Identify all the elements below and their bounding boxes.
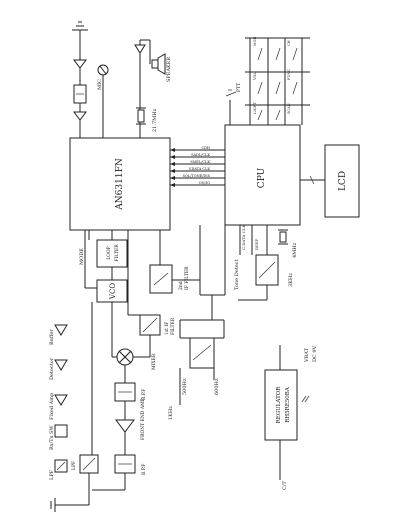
- vbat-sub-label: DC 9V: [312, 345, 318, 362]
- antenna-icon-2: [50, 498, 70, 512]
- regulator-label-2: RH5RE50BA: [285, 386, 291, 423]
- vco-label: VCO: [109, 283, 117, 300]
- beep-label: BEEP: [254, 238, 259, 250]
- key-1: MON: [253, 36, 257, 46]
- cpu-signal-1: CDH: [201, 146, 210, 150]
- loop-filter-label-2: FILTER: [114, 244, 120, 262]
- rf-amp-label: FRONT END AMP: [140, 398, 146, 440]
- tone-filter-block: [189, 337, 215, 369]
- mode-label: MODE: [79, 248, 85, 265]
- buffer-amp-icon: [73, 59, 87, 69]
- key-6: SCAN: [287, 103, 291, 114]
- ptt-switch: PTT: [225, 83, 242, 125]
- cpu-signal-2: SADL/CLK: [191, 153, 210, 157]
- cpu-signal-6: ON/IG: [199, 181, 210, 185]
- legend-buffer: Buffer: [49, 329, 55, 345]
- crystal-freq: 21.7MHz: [152, 108, 158, 132]
- ic-label: AN6311FN: [115, 158, 125, 211]
- legend: Buffer Detector Fixed Amp Rx/Tx SW LPF: [49, 324, 68, 480]
- key-2: CH: [287, 40, 291, 46]
- ptt-label: PTT: [236, 83, 242, 92]
- antenna-icon: [72, 21, 88, 48]
- lcd-label: LCD: [338, 171, 348, 191]
- vbat-label: VBAT: [304, 347, 310, 363]
- bpf-label-2: B.P.F: [141, 464, 147, 475]
- speaker-icon: SPEAKER: [151, 53, 172, 82]
- loop-filter-label-1: LOOP: [106, 246, 112, 259]
- lcd-block: [324, 144, 360, 218]
- cpu-signal-bus: CDH SADL/CLK SMEL/CLK SDATA CLK SQL/TONE…: [170, 146, 225, 187]
- legend-fixed-amp: Fixed Amp: [49, 393, 55, 420]
- mixer-label: MIXER: [151, 353, 157, 370]
- legend-rxtx: Rx/Tx SW: [49, 425, 55, 450]
- speaker-label: SPEAKER: [166, 57, 172, 82]
- freq-600hz-label: 600Hz: [214, 378, 220, 395]
- loop-filter-block: [96, 239, 128, 268]
- mixer-symbol: MIXER: [116, 348, 157, 370]
- first-if-filter-label-2: FILTER: [170, 317, 176, 335]
- crystal-4mhz-label: 4MHz: [292, 242, 298, 258]
- key-5: LIGHT: [253, 101, 257, 114]
- legend-fixed-amp-icon: [54, 394, 68, 406]
- freq-3khz-label: 3KHz: [288, 273, 294, 287]
- audio-amp-icon: [134, 44, 146, 54]
- vout-label: C/T: [282, 480, 288, 490]
- cpu-crystal-icon: 4MHz: [278, 229, 298, 258]
- if-filter-label-1: 2nd: [178, 281, 184, 290]
- legend-detector: Detector: [49, 357, 55, 380]
- legend-rxtx-icon: [54, 424, 68, 438]
- key-4: FUNC: [287, 69, 291, 80]
- tone-detect-label: Tone Detect: [234, 260, 240, 290]
- legend-filter: LPF: [49, 469, 55, 480]
- bpf-label-1: B.P.F: [141, 389, 147, 400]
- lpf-label: LPF: [71, 461, 77, 470]
- if-filter-label-2: IF FILTER: [184, 266, 190, 290]
- cpu-signal-4: SDATA CLK: [189, 167, 210, 171]
- cs-data-clk-label: C.DATA CLK: [241, 224, 246, 250]
- regulator-block: [264, 369, 298, 441]
- key-3: VOL: [253, 72, 257, 81]
- legend-detector-icon: [54, 359, 68, 371]
- rf-amp-symbol: [115, 419, 135, 433]
- regulator-label-1: REGULATOR: [276, 386, 282, 424]
- freq-1khz-label: 1KHz: [168, 406, 174, 420]
- cpu-block: [224, 124, 301, 226]
- cpu-label: CPU: [257, 167, 267, 188]
- legend-buffer-icon: [54, 324, 68, 336]
- keypad-matrix: MON CH VOL FUNC LIGHT SCAN: [245, 36, 310, 125]
- freq-500hz-label: 500Hz: [182, 378, 188, 395]
- ic-block: [69, 137, 171, 231]
- first-if-filter-label-1: 1st IF: [164, 322, 170, 335]
- cpu-signal-3: SMEL/CLK: [190, 160, 210, 164]
- cpu-signal-5: SQL/TONE/DIS: [183, 174, 211, 178]
- buffer-amp-icon-2: [73, 111, 87, 121]
- crystal-icon: 21.7MHz: [136, 107, 158, 132]
- mic-label: MIC: [97, 79, 103, 90]
